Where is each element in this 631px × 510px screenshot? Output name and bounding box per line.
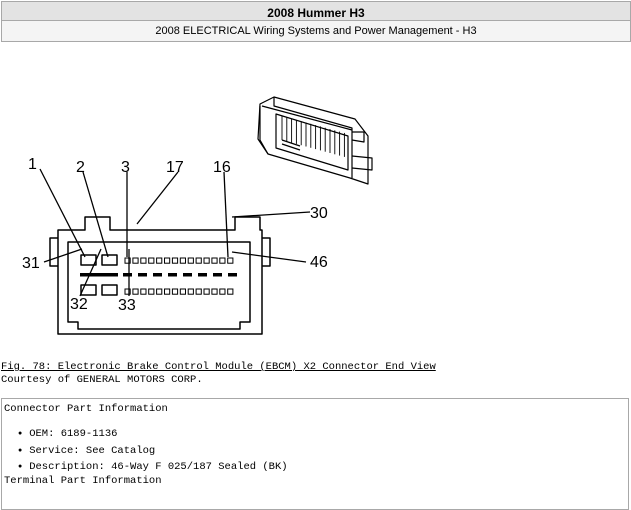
pin-cavity: [179, 288, 187, 295]
pin-cavity-32: [101, 284, 118, 296]
pin-cavity: [195, 288, 202, 295]
pin-cavity: [195, 257, 202, 264]
connector-info-title: Connector Part Information: [4, 403, 168, 415]
key-bar: [213, 273, 222, 277]
leader-30: [231, 211, 311, 218]
pin-cavity: [179, 257, 187, 264]
key-bar: [138, 273, 147, 277]
pin-cavity: [164, 288, 171, 295]
pin-label-33: 33: [118, 297, 136, 314]
pin-cavity: [132, 257, 139, 264]
pin-label-30: 30: [310, 205, 328, 222]
pin-label-31: 31: [22, 255, 40, 272]
pin-cavity: [211, 257, 218, 264]
pin-label-3: 3: [121, 159, 130, 176]
connector-latch-right: [262, 237, 271, 267]
pin-cavity: [171, 257, 179, 264]
terminal-info-title: Terminal Part Information: [4, 475, 162, 487]
leader-31: [43, 248, 83, 263]
pin-cavity: [227, 288, 234, 295]
figure-caption: Fig. 78: Electronic Brake Control Module…: [1, 361, 436, 373]
document-subtitle: 2008 ELECTRICAL Wiring Systems and Power…: [1, 20, 631, 42]
pin-cavity-2: [101, 254, 118, 266]
pin-cavity: [211, 288, 218, 295]
list-item: Service: See Catalog: [18, 445, 288, 462]
pin-cavity: [227, 257, 234, 264]
pin-label-32: 32: [70, 296, 88, 313]
leader-2: [82, 171, 109, 258]
pin-cavity: [156, 288, 163, 295]
pin-cavity: [132, 288, 139, 295]
list-item: OEM: 6189-1136: [18, 428, 288, 445]
pin-cavity: [219, 257, 226, 264]
connector-3d-view: [257, 96, 373, 185]
pin-cavity: [171, 288, 179, 295]
pin-label-17: 17: [166, 159, 184, 176]
leader-1: [39, 168, 86, 258]
pin-cavity: [203, 288, 210, 295]
pin-label-2: 2: [76, 159, 85, 176]
pin-cavity: [219, 288, 226, 295]
connector-diagram: 1 2 3 17 16 30 31 46 32 33: [22, 96, 373, 335]
connector-latch-left: [49, 237, 58, 267]
pin-label-1: 1: [28, 156, 37, 173]
key-bar: [80, 273, 118, 277]
pin-cavity: [140, 257, 147, 264]
pin-cavity: [156, 257, 163, 264]
key-bar: [168, 273, 177, 277]
pin-label-46: 46: [310, 254, 328, 271]
connector-inner-housing: [67, 241, 251, 330]
pin-cavity-31: [80, 284, 97, 296]
connector-info-box: Connector Part Information OEM: 6189-113…: [1, 398, 629, 510]
pin-cavity: [124, 257, 131, 264]
pin-cavity: [148, 257, 155, 264]
key-bar: [183, 273, 192, 277]
key-bar: [198, 273, 207, 277]
pin-label-16: 16: [213, 159, 231, 176]
pin-cavity: [203, 257, 210, 264]
figure-courtesy: Courtesy of GENERAL MOTORS CORP.: [1, 374, 203, 386]
leader-32: [79, 248, 102, 297]
pin-cavity: [148, 288, 155, 295]
key-bar: [123, 273, 132, 277]
leader-17: [136, 171, 179, 225]
list-item: Description: 46-Way F 025/187 Sealed (BK…: [18, 461, 287, 478]
leader-16: [223, 171, 229, 258]
pin-cavity: [140, 288, 147, 295]
pin-cavity: [187, 257, 194, 264]
pin-cavity-1: [80, 254, 97, 266]
leader-46: [231, 251, 307, 263]
pin-cavity: [124, 288, 131, 295]
connector-info-list: OEM: 6189-1136 Service: See Catalog Desc…: [18, 428, 288, 478]
key-bar: [228, 273, 237, 277]
pin-cavity: [164, 257, 171, 264]
pin-cavity: [187, 288, 194, 295]
key-bar: [153, 273, 162, 277]
